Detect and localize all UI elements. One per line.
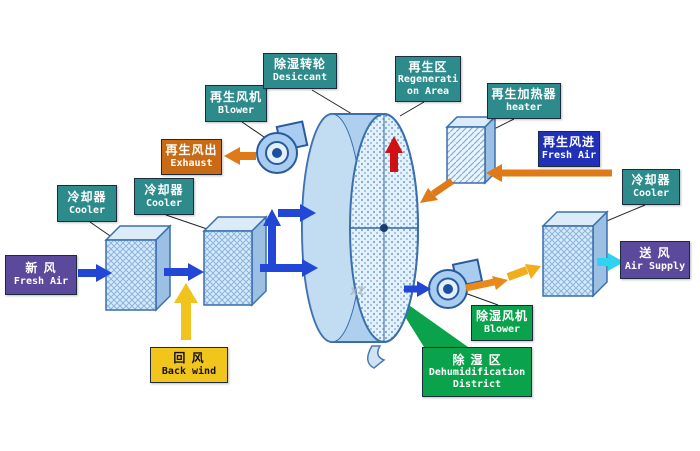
arrow-branch-up xyxy=(263,209,281,264)
label-desiccant-wheel-en: Desiccant xyxy=(272,72,328,84)
label-back-wind: 回 风 Back wind xyxy=(150,347,228,383)
label-back-wind-en: Back wind xyxy=(161,366,217,378)
arrow-to-wheel-upper xyxy=(278,204,316,222)
arrow-fresh-air-in xyxy=(78,264,112,282)
arrow-wheel-to-blower xyxy=(404,281,431,297)
label-dehumid-blower: 除湿风机 Blower xyxy=(471,305,533,341)
label-cooler-3-cn: 冷却器 xyxy=(631,173,671,188)
label-regen-heater: 再生加热器 heater xyxy=(487,83,561,119)
label-regen-blower-en: Blower xyxy=(217,104,255,116)
label-cooler-1-cn: 冷却器 xyxy=(67,189,107,204)
label-desiccant-wheel: 除湿转轮 Desiccant xyxy=(263,53,337,89)
label-fresh-air-inlet: 新 风 Fresh Air xyxy=(5,255,77,295)
label-dehumid-district: 除 湿 区 Dehumidification District xyxy=(422,347,532,397)
arrow-to-wheel-lower xyxy=(260,259,318,277)
arrow-heater-to-wheel xyxy=(420,178,454,203)
label-exhaust-cn: 再生风出 xyxy=(165,143,218,158)
label-regen-fresh-air-cn: 再生风进 xyxy=(542,135,595,150)
regeneration-blower-fan xyxy=(256,120,309,174)
label-back-wind-cn: 回 风 xyxy=(173,351,205,366)
label-fresh-air-inlet-cn: 新 风 xyxy=(25,261,57,276)
label-cooler-2: 冷却器 Cooler xyxy=(134,178,194,215)
label-dehumid-district-en1: Dehumidification xyxy=(428,367,526,379)
label-dehumid-district-en2: District xyxy=(452,378,502,390)
arrow-exhaust-out xyxy=(224,147,256,165)
label-regen-blower-cn: 再生风机 xyxy=(209,89,262,104)
label-cooler-2-cn: 冷却器 xyxy=(144,182,184,197)
label-regen-fresh-air-en: Fresh Air xyxy=(541,150,597,162)
label-regen-blower: 再生风机 Blower xyxy=(205,85,267,122)
label-exhaust: 再生风出 Exhaust xyxy=(161,139,222,175)
label-exhaust-en: Exhaust xyxy=(170,158,213,170)
arrow-regen-up xyxy=(385,136,403,172)
dehumidification-blower-fan xyxy=(428,258,484,309)
label-dehumid-blower-en: Blower xyxy=(483,324,521,336)
label-dehumid-blower-cn: 除湿风机 xyxy=(475,309,528,324)
label-cooler-1: 冷却器 Cooler xyxy=(57,185,117,222)
arrow-cooler1-to-cooler2 xyxy=(164,263,204,281)
arrow-into-right-cooler xyxy=(506,264,541,281)
watermark: xt xyxy=(350,284,365,299)
label-fresh-air-inlet-en: Fresh Air xyxy=(13,276,69,288)
arrow-air-supply-out xyxy=(597,253,624,271)
label-desiccant-wheel-cn: 除湿转轮 xyxy=(273,57,326,72)
label-air-supply: 送 风 Air Supply xyxy=(620,241,690,279)
arrow-blower-to-cooler xyxy=(465,276,508,292)
wheel-slice-icon xyxy=(367,345,386,369)
label-regeneration-area-en1: Regenerati xyxy=(397,74,459,86)
cooler-block-1 xyxy=(104,224,172,312)
cooler-block-2 xyxy=(202,215,268,307)
arrow-regen-air-to-heater xyxy=(486,164,612,182)
label-cooler-2-en: Cooler xyxy=(145,197,183,209)
arrow-back-wind xyxy=(174,283,198,340)
flow-arrows xyxy=(78,136,624,340)
label-cooler-1-en: Cooler xyxy=(68,204,106,216)
label-regeneration-area-cn: 再生区 xyxy=(408,59,448,74)
label-regen-fresh-air: 再生风进 Fresh Air xyxy=(538,131,600,167)
desiccant-wheel xyxy=(301,113,419,343)
label-regeneration-area-en2: on Area xyxy=(406,85,450,97)
connector-lines xyxy=(89,89,646,306)
label-dehumid-district-cn: 除 湿 区 xyxy=(452,352,502,367)
cooler-block-3 xyxy=(541,210,609,298)
label-regen-heater-en: heater xyxy=(505,102,543,114)
label-cooler-3: 冷却器 Cooler xyxy=(622,169,680,205)
label-air-supply-cn: 送 风 xyxy=(639,246,671,261)
label-air-supply-en: Air Supply xyxy=(624,261,686,273)
label-regeneration-area: 再生区 Regenerati on Area xyxy=(395,56,461,102)
label-regen-heater-cn: 再生加热器 xyxy=(491,87,557,102)
label-cooler-3-en: Cooler xyxy=(632,188,670,200)
